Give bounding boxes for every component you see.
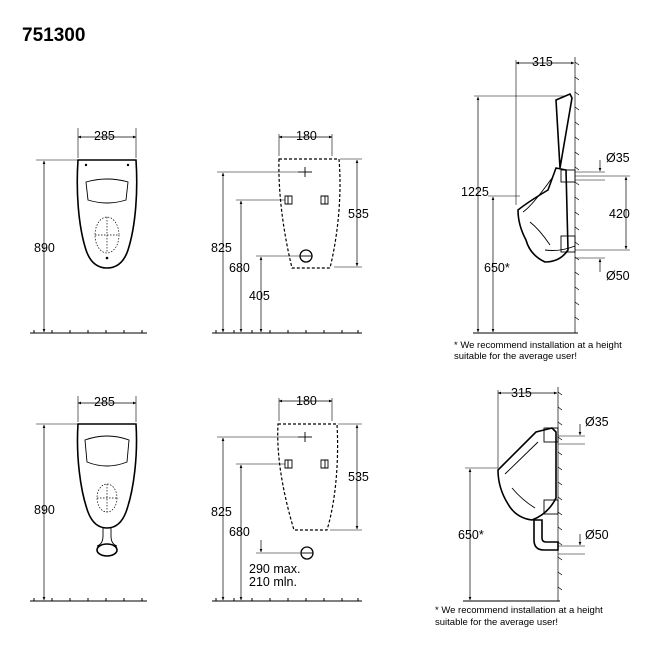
bottom-front-view: 890 285 [30, 395, 147, 602]
top-front-width-label: 285 [94, 129, 115, 143]
top-side-inlet-label: Ø35 [606, 151, 630, 165]
bottom-wall-drain-min-label: 210 mln. [249, 575, 297, 589]
top-wall-825-label: 825 [211, 241, 232, 255]
top-height-note-line2: suitable for the average user! [454, 351, 577, 362]
product-number: 751300 [22, 25, 85, 46]
bottom-side-outlet-label: Ø50 [585, 528, 609, 542]
bottom-side-view: 315 650* Ø35 Ø50 [458, 386, 609, 602]
top-side-rim-label: 650* [484, 261, 510, 275]
top-height-note-line1: * We recommend installation at a height [454, 340, 622, 351]
top-wall-680-label: 680 [229, 261, 250, 275]
top-side-view: 315 1225 650* Ø35 420 Ø50 [461, 55, 630, 334]
bottom-side-inlet-label: Ø35 [585, 415, 609, 429]
bottom-wall-680-label: 680 [229, 525, 250, 539]
top-side-spacing-label: 420 [609, 207, 630, 221]
bottom-wall-width-label: 180 [296, 394, 317, 408]
bottom-wall-height-label: 535 [348, 470, 369, 484]
top-wall-view: 180 535 825 680 405 [211, 129, 369, 334]
bottom-height-note-line2: suitable for the average user! [435, 617, 558, 628]
top-side-height-label: 1225 [461, 185, 489, 199]
top-front-view: 890 285 [30, 128, 147, 334]
bottom-front-height-label: 890 [34, 503, 55, 517]
top-wall-405-label: 405 [249, 289, 270, 303]
top-side-depth-label: 315 [532, 55, 553, 69]
bottom-wall-drain-max-label: 290 max. [249, 562, 300, 576]
bottom-wall-view: 180 535 825 680 290 max. 210 mln. [211, 394, 369, 602]
top-wall-height-label: 535 [348, 207, 369, 221]
top-side-outlet-label: Ø50 [606, 269, 630, 283]
bottom-wall-825-label: 825 [211, 505, 232, 519]
top-wall-width-label: 180 [296, 129, 317, 143]
bottom-height-note-line1: * We recommend installation at a height [435, 605, 603, 616]
top-front-height-label: 890 [34, 241, 55, 255]
bottom-side-rim-label: 650* [458, 528, 484, 542]
bottom-side-depth-label: 315 [511, 386, 532, 400]
bottom-front-width-label: 285 [94, 395, 115, 409]
